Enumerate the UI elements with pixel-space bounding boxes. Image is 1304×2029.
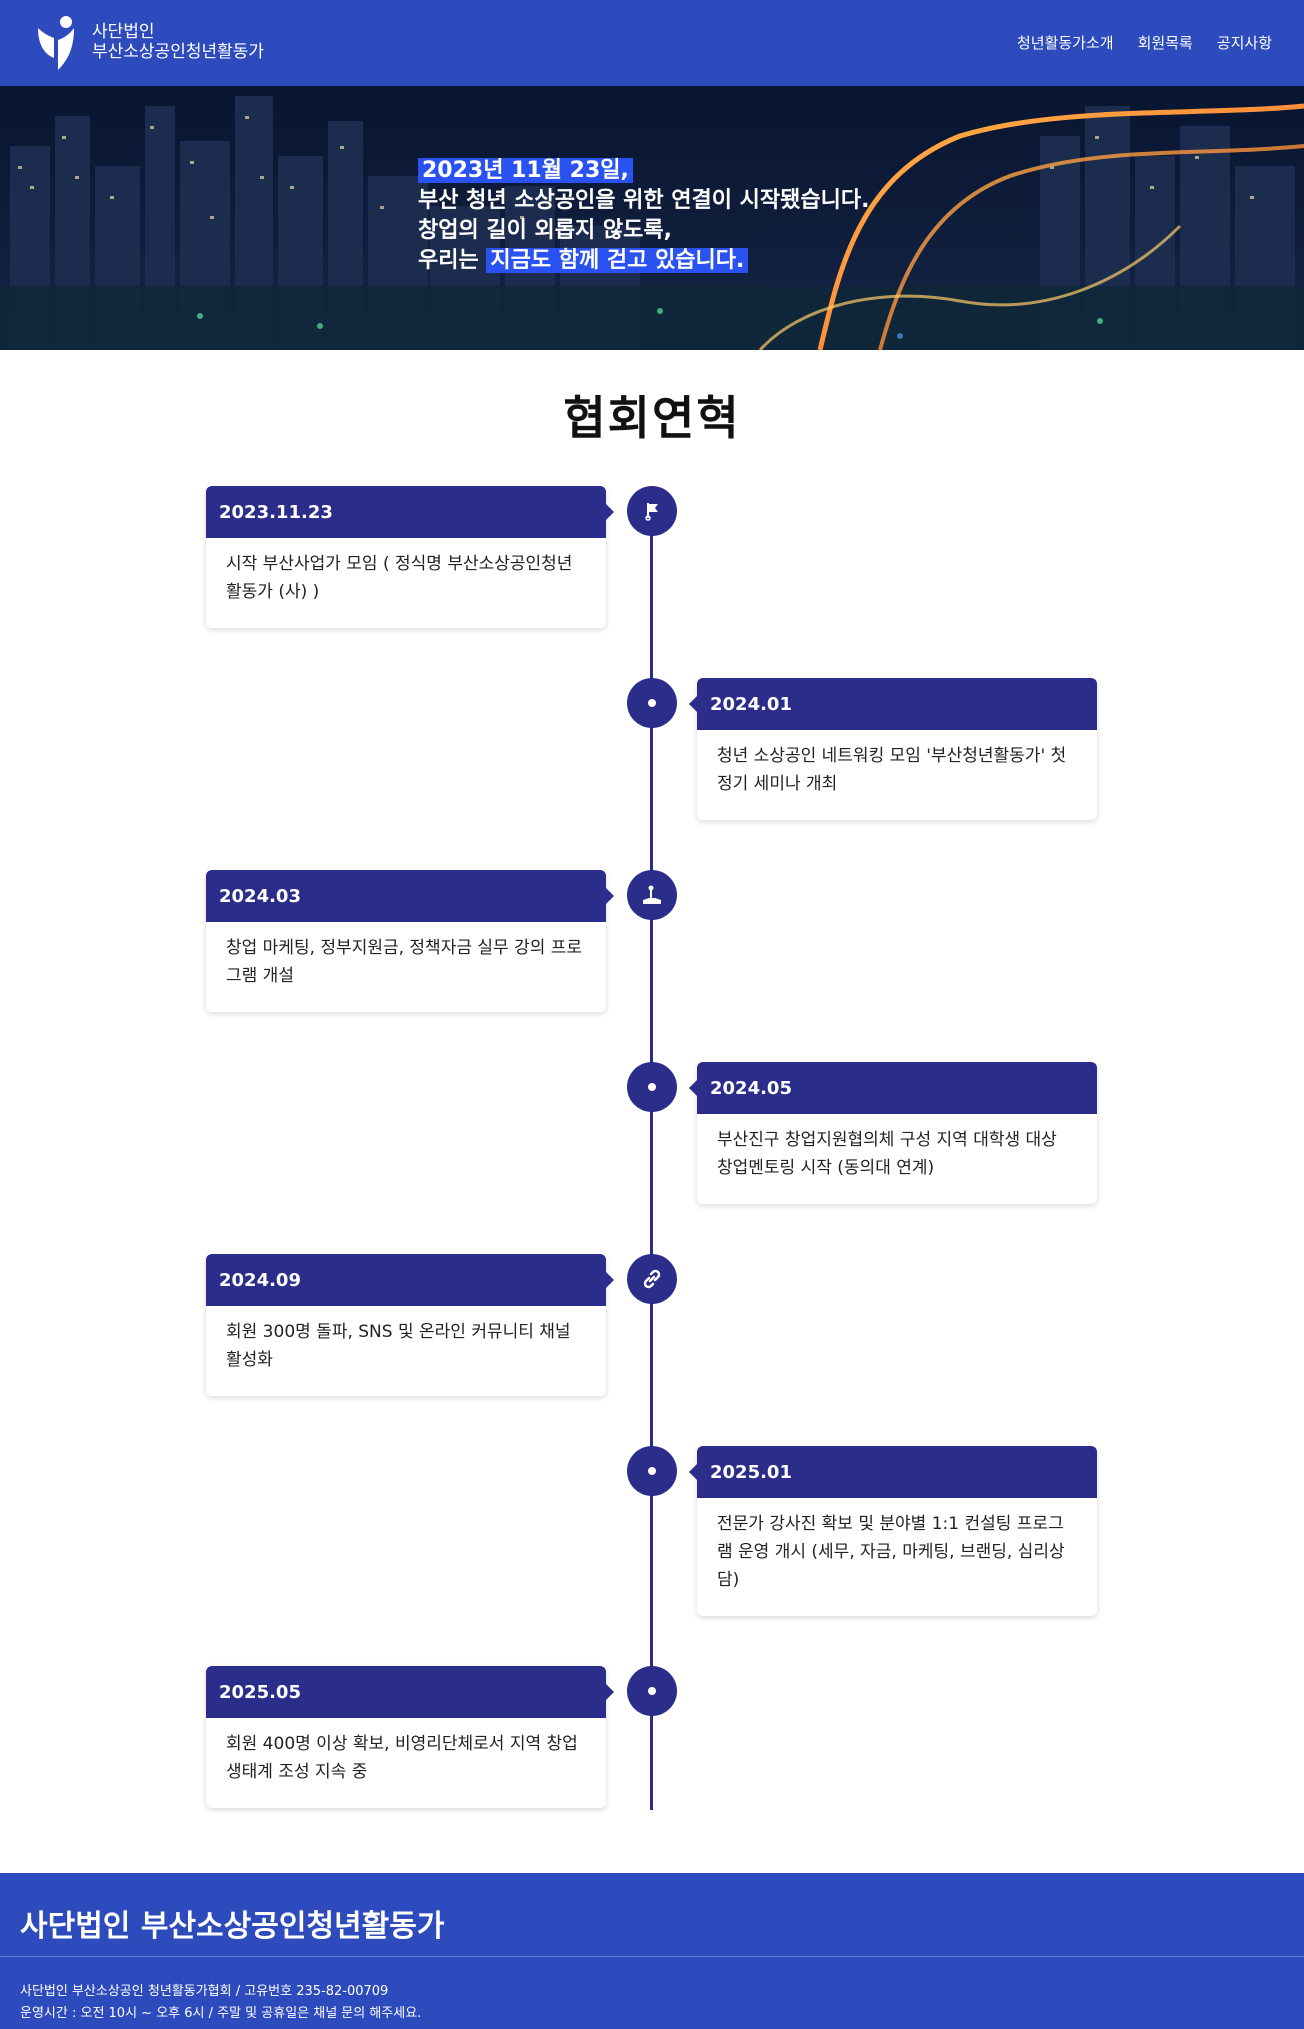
flag-icon bbox=[627, 486, 677, 536]
site-logo[interactable]: 사단법인 부산소상공인청년활동가 bbox=[36, 14, 264, 70]
logo-line2: 부산소상공인청년활동가 bbox=[92, 42, 265, 62]
hero-line3: 창업의 길이 외롭지 않도록, bbox=[418, 218, 672, 243]
dot-icon bbox=[627, 1062, 677, 1112]
footer-info: 사단법인 부산소상공인 청년활동가협회 / 고유번호 235-82-00709 … bbox=[20, 1981, 421, 2025]
hero-line4-highlight: 지금도 함께 걷고 있습니다. bbox=[486, 248, 749, 273]
footer-info-line1: 사단법인 부산소상공인 청년활동가협회 / 고유번호 235-82-00709 bbox=[20, 1984, 389, 1999]
logo-icon bbox=[36, 14, 80, 70]
dot-icon bbox=[627, 678, 677, 728]
timeline-text: 창업 마케팅, 정부지원금, 정책자금 실무 강의 프로그램 개설 bbox=[226, 938, 583, 986]
timeline-date: 2024.09 bbox=[206, 1254, 614, 1306]
timeline-text: 회원 300명 돌파, SNS 및 온라인 커뮤니티 채널 활성화 bbox=[226, 1322, 571, 1370]
timeline-item: 2024.01 청년 소상공인 네트워킹 모임 '부산청년활동가' 첫 정기 세… bbox=[689, 678, 1097, 820]
site-header: 사단법인 부산소상공인청년활동가 청년활동가소개 회원목록 공지사항 bbox=[0, 0, 1304, 86]
timeline-text: 부산진구 창업지원협의체 구성 지역 대학생 대상 창업멘토링 시작 (동의대 … bbox=[717, 1130, 1057, 1178]
link-icon bbox=[627, 1254, 677, 1304]
hero-headline: 2023년 11월 23일, 부산 청년 소상공인을 위한 연결이 시작됐습니다… bbox=[418, 156, 869, 276]
nav-item-notice[interactable]: 공지사항 bbox=[1216, 34, 1272, 52]
timeline-text: 전문가 강사진 확보 및 분야별 1:1 컨설팅 프로그램 운영 개시 (세무,… bbox=[717, 1514, 1065, 1590]
main-nav: 청년활동가소개 회원목록 공지사항 bbox=[1017, 32, 1272, 53]
timeline-date: 2024.03 bbox=[206, 870, 614, 922]
dot-icon bbox=[627, 1446, 677, 1496]
footer-title: 사단법인 부산소상공인청년활동가 bbox=[20, 1909, 445, 1944]
timeline-text: 시작 부산사업가 모임 ( 정식명 부산소상공인청년활동가 (사) ) bbox=[226, 554, 573, 602]
timeline-item: 2024.03 창업 마케팅, 정부지원금, 정책자금 실무 강의 프로그램 개… bbox=[206, 870, 614, 1012]
nav-item-intro[interactable]: 청년활동가소개 bbox=[1016, 34, 1114, 52]
podium-icon bbox=[627, 870, 677, 920]
nav-item-members[interactable]: 회원목록 bbox=[1137, 34, 1193, 52]
timeline-line bbox=[650, 510, 653, 1810]
timeline-text: 회원 400명 이상 확보, 비영리단체로서 지역 창업 생태계 조성 지속 중 bbox=[226, 1734, 578, 1782]
footer-info-line2: 운영시간 : 오전 10시 ~ 오후 6시 / 주말 및 공휴일은 채널 문의 … bbox=[20, 2006, 422, 2021]
timeline-text: 청년 소상공인 네트워킹 모임 '부산청년활동가' 첫 정기 세미나 개최 bbox=[717, 746, 1067, 794]
dot-icon bbox=[627, 1666, 677, 1716]
timeline-date: 2024.05 bbox=[689, 1062, 1097, 1114]
hero-line1: 2023년 11월 23일, bbox=[418, 158, 633, 183]
timeline-item: 2023.11.23 시작 부산사업가 모임 ( 정식명 부산소상공인청년활동가… bbox=[206, 486, 614, 628]
timeline-date: 2025.01 bbox=[689, 1446, 1097, 1498]
timeline-item: 2025.01 전문가 강사진 확보 및 분야별 1:1 컨설팅 프로그램 운영… bbox=[689, 1446, 1097, 1616]
logo-line1: 사단법인 bbox=[92, 21, 155, 42]
hero-banner: 2023년 11월 23일, 부산 청년 소상공인을 위한 연결이 시작됐습니다… bbox=[0, 86, 1304, 350]
hero-line4-prefix: 우리는 bbox=[418, 248, 479, 273]
footer-divider bbox=[0, 1956, 1304, 1957]
timeline-date: 2024.01 bbox=[689, 678, 1097, 730]
timeline-item: 2024.09 회원 300명 돌파, SNS 및 온라인 커뮤니티 채널 활성… bbox=[206, 1254, 614, 1396]
timeline-date: 2025.05 bbox=[206, 1666, 614, 1718]
hero-line2: 부산 청년 소상공인을 위한 연결이 시작됐습니다. bbox=[418, 188, 870, 213]
timeline-item: 2025.05 회원 400명 이상 확보, 비영리단체로서 지역 창업 생태계… bbox=[206, 1666, 614, 1808]
timeline-item: 2024.05 부산진구 창업지원협의체 구성 지역 대학생 대상 창업멘토링 … bbox=[689, 1062, 1097, 1204]
site-footer: 사단법인 부산소상공인청년활동가 사단법인 부산소상공인 청년활동가협회 / 고… bbox=[0, 1873, 1304, 2029]
hero-cityscape-image bbox=[0, 86, 1304, 350]
page-title: 협회연혁 bbox=[563, 391, 741, 445]
timeline-date: 2023.11.23 bbox=[206, 486, 614, 538]
